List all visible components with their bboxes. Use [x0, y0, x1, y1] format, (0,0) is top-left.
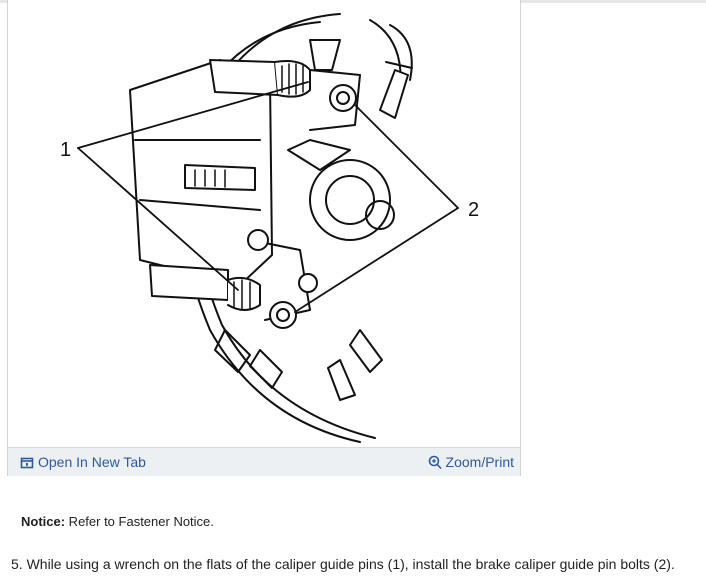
step-5-instruction: 5. While using a wrench on the flats of …: [11, 556, 675, 572]
brake-caliper-illustration: 1 2: [60, 13, 479, 443]
knuckle-arm: [287, 139, 351, 171]
upper-guide-pin-bolt: [329, 84, 357, 112]
upper-bolt-center: [336, 91, 350, 105]
caliper-window: [184, 164, 256, 191]
notice-label: Notice:: [21, 514, 66, 529]
rotor-slot: [214, 329, 251, 373]
callout-label-1: 1: [60, 139, 71, 161]
hub-outer: [309, 159, 391, 241]
lower-guide-pin-bolt: [269, 301, 297, 329]
leader-line-1-lower: [77, 147, 239, 291]
lower-pin-spring: [227, 276, 261, 311]
caliper-bracket-upper: [309, 69, 361, 131]
open-in-new-tab-link[interactable]: Open In New Tab: [20, 452, 146, 472]
open-new-tab-icon: [20, 455, 34, 475]
rotor-slot: [349, 329, 383, 373]
upper-spring-coils: [281, 63, 304, 95]
leader-line-2-upper: [354, 104, 459, 209]
callout-label-2: 2: [468, 199, 479, 221]
rotor-slot: [249, 349, 283, 389]
magnifier-zoom-icon: [428, 455, 442, 475]
notice-text: Refer to Fastener Notice.: [65, 514, 214, 529]
hub-flange: [365, 200, 395, 230]
zoom-print-link[interactable]: Zoom/Print: [428, 452, 514, 472]
bracket-fastener: [298, 273, 318, 293]
rotor-slot: [309, 39, 341, 71]
lower-bolt-center: [276, 308, 290, 322]
figure-toolbar: Open In New Tab Zoom/Print: [8, 447, 520, 476]
caliper-edge: [139, 199, 261, 211]
upper-pin-spring: [274, 60, 311, 98]
zoom-print-label: Zoom/Print: [445, 454, 514, 470]
leader-line-2-lower: [294, 207, 459, 313]
caliper-fastener: [247, 229, 269, 251]
leader-line-1-upper: [77, 81, 309, 149]
upper-guide-pin-boot: [209, 59, 279, 96]
sensor-stem: [379, 69, 409, 119]
notice-line: Notice: Refer to Fastener Notice.: [21, 514, 214, 529]
rotor-top-arc-2: [389, 24, 413, 81]
hub-inner: [325, 175, 375, 225]
caliper-ribs: [194, 169, 226, 188]
open-in-new-tab-label: Open In New Tab: [38, 454, 146, 470]
figure-container: 1 2 Open In New Tab Zoom/Print: [7, 0, 521, 476]
sensor-cap: [385, 61, 413, 69]
rotor-slot: [327, 359, 356, 401]
